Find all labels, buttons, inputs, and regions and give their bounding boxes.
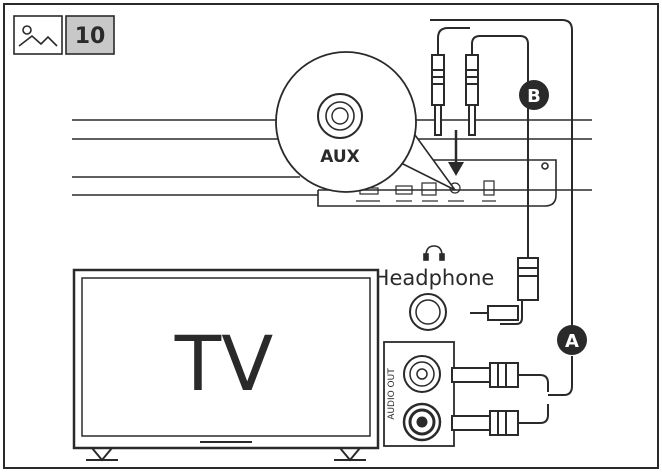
cable-a	[451, 356, 573, 436]
audio-out-label: AUDIO OUT	[387, 368, 397, 420]
rca-jack-bottom	[402, 402, 442, 442]
diagram-frame	[3, 3, 659, 469]
cable-b-badge: B	[519, 80, 549, 110]
aux-zoom-callout: AUX	[275, 51, 456, 193]
rca-jack-top	[403, 355, 441, 393]
step-number-badge: 10	[65, 15, 115, 55]
cable-a-letter: A	[565, 331, 579, 352]
cable-b	[429, 19, 573, 330]
headphone-jack	[409, 293, 447, 331]
tv-label: TV	[174, 319, 273, 408]
image-icon	[13, 15, 63, 55]
headphone-icon	[423, 245, 445, 261]
headphone-label: Headphone	[374, 266, 495, 290]
cable-a-badge: A	[557, 325, 587, 355]
tv: TV	[72, 268, 380, 462]
audio-out-panel: AUDIO OUT	[383, 341, 455, 447]
aux-label: AUX	[320, 147, 360, 167]
insert-arrow	[448, 130, 464, 176]
step-number: 10	[75, 24, 106, 49]
cable-b-letter: B	[527, 86, 541, 107]
